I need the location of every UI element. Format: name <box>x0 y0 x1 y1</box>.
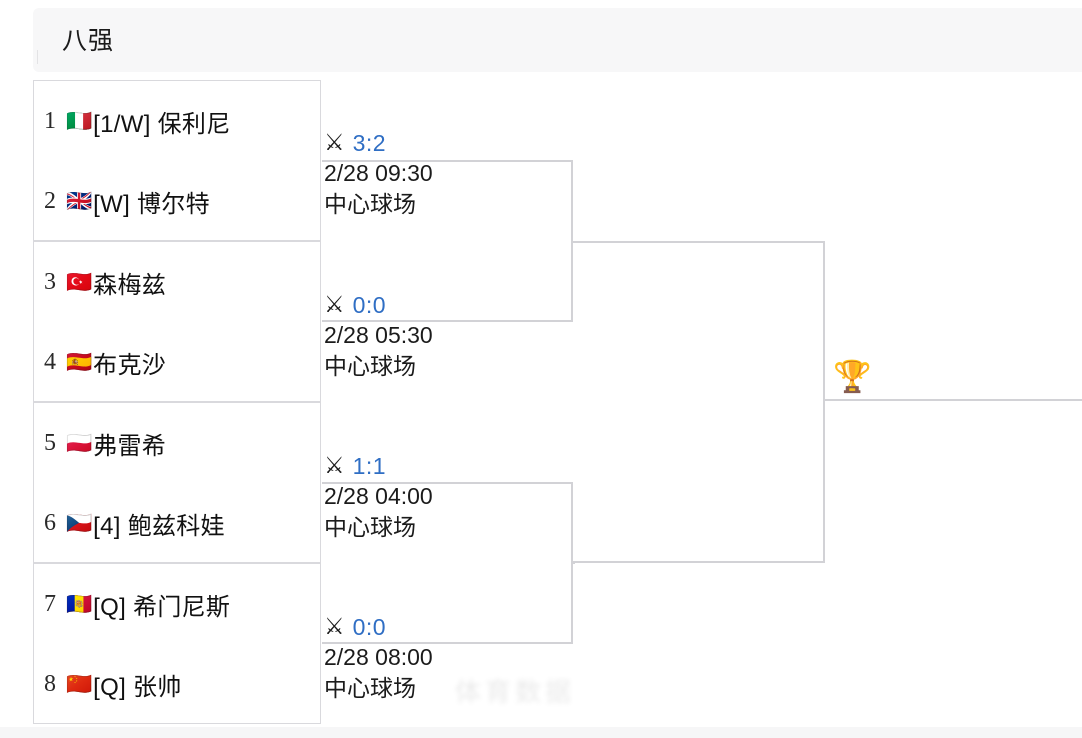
player-name: 弗雷希 <box>93 432 167 460</box>
flag-united-kingdom: 🇬🇧 <box>66 188 93 213</box>
flag-turkey: 🇹🇷 <box>66 269 93 294</box>
player-name: [Q] 希门尼斯 <box>93 593 231 621</box>
bracket-connector-top-1 <box>322 160 573 162</box>
matchup-box[interactable]: 7 🇦🇩 [Q] 希门尼斯 8 🇨🇳 [Q] 张帅 <box>33 563 321 724</box>
match-venue: 中心球场 <box>324 191 416 217</box>
seed-number: 4 <box>44 348 56 375</box>
flag-china: 🇨🇳 <box>66 671 93 696</box>
match-score: 0:0 <box>352 291 387 318</box>
seed-number: 7 <box>44 590 56 617</box>
match-score: 3:2 <box>352 129 387 156</box>
crossed-swords-icon: ⚔ <box>324 129 345 156</box>
players-column: 1 🇮🇹 [1/W] 保利尼 2 🇬🇧 [W] 博尔特 3 🇹🇷 森梅兹 4 🇪… <box>33 80 321 724</box>
match-time: 2/28 04:00 <box>324 483 433 509</box>
match-score-row: ⚔ 0:0 <box>324 290 582 320</box>
page-bottom-edge <box>0 727 1082 738</box>
flag-italy: 🇮🇹 <box>66 108 93 133</box>
player-row[interactable]: 7 🇦🇩 [Q] 希门尼斯 <box>34 564 322 644</box>
crossed-swords-icon: ⚔ <box>324 452 345 479</box>
bracket-connector-bottom-1 <box>322 320 573 322</box>
player-name: [Q] 张帅 <box>93 673 182 701</box>
match-info[interactable]: ⚔ 0:0 2/28 08:00 中心球场 <box>322 612 582 704</box>
match-venue: 中心球场 <box>324 675 416 701</box>
seed-number: 5 <box>44 429 56 456</box>
match-score: 1:1 <box>352 452 387 479</box>
match-info[interactable]: ⚔ 0:0 2/28 05:30 中心球场 <box>322 290 582 382</box>
seed-number: 6 <box>44 509 56 536</box>
crossed-swords-icon: ⚔ <box>324 291 345 318</box>
watermark: 体育数据 <box>455 677 576 706</box>
trophy-icon: 🏆 <box>833 359 872 395</box>
player-name: [W] 博尔特 <box>93 190 210 218</box>
match-time: 2/28 09:30 <box>324 160 433 186</box>
flag-czech-republic: 🇨🇿 <box>66 510 93 535</box>
match-info[interactable]: ⚔ 3:2 2/28 09:30 中心球场 <box>322 128 582 220</box>
match-info[interactable]: ⚔ 1:1 2/28 04:00 中心球场 <box>322 451 582 543</box>
match-score-row: ⚔ 1:1 <box>324 451 582 481</box>
player-name: 森梅兹 <box>93 271 167 299</box>
match-time: 2/28 05:30 <box>324 322 433 348</box>
flag-spain: 🇪🇸 <box>66 349 93 374</box>
match-score-row: ⚔ 3:2 <box>324 128 582 158</box>
match-score-row: ⚔ 0:0 <box>324 612 582 642</box>
round-header-tick <box>37 50 38 64</box>
bracket-connector-vertical-1 <box>571 160 573 321</box>
match-venue: 中心球场 <box>324 353 416 379</box>
bracket-connector-exit-2 <box>571 562 575 564</box>
bracket-connector-bottom-2 <box>322 642 573 644</box>
player-row[interactable]: 3 🇹🇷 森梅兹 <box>34 242 322 322</box>
champion-line <box>823 399 1082 401</box>
match-venue: 中心球场 <box>324 514 416 540</box>
crossed-swords-icon: ⚔ <box>324 613 345 640</box>
match-score: 0:0 <box>352 613 387 640</box>
semifinal-connector-vertical <box>823 241 825 563</box>
matchup-box[interactable]: 1 🇮🇹 [1/W] 保利尼 2 🇬🇧 [W] 博尔特 <box>33 80 321 241</box>
round-header: 八强 <box>33 8 1082 72</box>
player-row[interactable]: 6 🇨🇿 [4] 鲍兹科娃 <box>34 483 322 563</box>
player-row[interactable]: 8 🇨🇳 [Q] 张帅 <box>34 644 322 724</box>
flag-poland: 🇵🇱 <box>66 430 93 455</box>
player-row[interactable]: 5 🇵🇱 弗雷希 <box>34 403 322 483</box>
semifinal-connector-top <box>573 241 825 243</box>
semifinal-connector-bottom <box>573 561 825 563</box>
player-row[interactable]: 4 🇪🇸 布克沙 <box>34 322 322 402</box>
round-title: 八强 <box>62 27 115 55</box>
bracket-connector-top-2 <box>322 482 573 484</box>
seed-number: 1 <box>44 107 56 134</box>
player-row[interactable]: 1 🇮🇹 [1/W] 保利尼 <box>34 81 322 161</box>
player-name: [4] 鲍兹科娃 <box>93 512 225 540</box>
flag-andorra: 🇦🇩 <box>66 591 93 616</box>
match-time: 2/28 08:00 <box>324 644 433 670</box>
seed-number: 3 <box>44 268 56 295</box>
player-row[interactable]: 2 🇬🇧 [W] 博尔特 <box>34 161 322 241</box>
player-name: 布克沙 <box>93 351 167 379</box>
matchup-box[interactable]: 3 🇹🇷 森梅兹 4 🇪🇸 布克沙 <box>33 241 321 402</box>
seed-number: 2 <box>44 187 56 214</box>
seed-number: 8 <box>44 670 56 697</box>
matchup-box[interactable]: 5 🇵🇱 弗雷希 6 🇨🇿 [4] 鲍兹科娃 <box>33 402 321 563</box>
player-name: [1/W] 保利尼 <box>93 110 231 138</box>
